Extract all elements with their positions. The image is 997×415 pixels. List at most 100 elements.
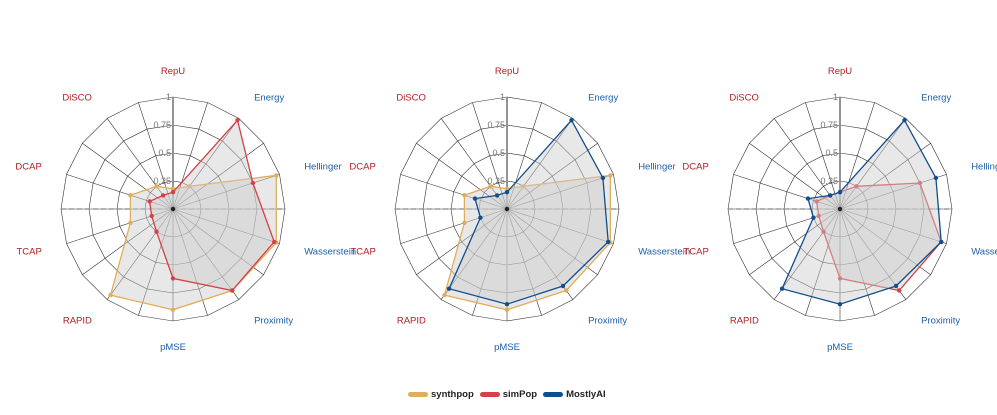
data-point-MostlyAI: [606, 239, 611, 245]
data-point-simPop: [154, 229, 159, 234]
data-point-MostlyAI: [933, 175, 939, 181]
data-point-MostlyAI: [827, 193, 833, 198]
tick-label: 0.75: [820, 120, 838, 130]
data-point-MostlyAI: [805, 196, 811, 201]
radar-chart-2: 0.250.50.751RepUEnergyHellingerWasserste…: [349, 66, 690, 353]
data-point-MostlyAI: [446, 286, 452, 291]
data-point-synthpop: [154, 184, 159, 189]
data-point-simPop: [854, 184, 859, 189]
grid-spoke: [472, 102, 508, 210]
axis-label-tcap: TCAP: [683, 247, 708, 258]
grid-spoke: [773, 208, 841, 300]
grid-spoke: [172, 102, 208, 210]
axis-label-tcap: TCAP: [350, 247, 375, 258]
data-point-MostlyAI: [779, 286, 785, 291]
axis-label-proximity: Proximity: [588, 316, 627, 327]
grid-spoke: [733, 174, 841, 210]
data-point-synthpop: [608, 173, 613, 178]
grid-spoke: [400, 174, 508, 210]
data-point-MostlyAI: [504, 302, 510, 307]
tick-label: 1: [833, 92, 838, 102]
axis-label-repu: RepU: [495, 66, 519, 77]
data-point-MostlyAI: [600, 175, 606, 181]
data-point-MostlyAI: [569, 118, 574, 123]
legend-item-synthpop: synthpop: [408, 389, 474, 400]
tick-label: 0.75: [153, 120, 171, 130]
tick-label: 0.5: [825, 148, 838, 158]
data-point-simPop: [821, 229, 826, 234]
data-point-synthpop: [108, 292, 113, 298]
tick-label: 1: [166, 92, 171, 102]
center-point: [170, 206, 176, 212]
legend-label-synthpop: synthpop: [431, 388, 474, 400]
data-point-simPop: [272, 239, 277, 245]
data-point-synthpop: [462, 193, 467, 198]
grid-spoke: [839, 208, 931, 276]
radar-chart-1: 0.250.50.751RepUEnergyHellingerWasserste…: [15, 66, 356, 353]
grid-spoke: [805, 102, 841, 210]
grid-spoke: [839, 208, 875, 316]
data-point-simPop: [149, 213, 154, 219]
center-point: [837, 206, 843, 212]
legend-label-simpop: simPop: [502, 388, 538, 400]
data-point-simPop: [250, 180, 256, 186]
grid-spoke: [805, 208, 841, 316]
legend-swatch-simpop: [479, 391, 500, 397]
data-point-synthpop: [128, 220, 133, 225]
data-point-simPop: [814, 199, 819, 204]
axis-label-repu: RepU: [161, 66, 185, 77]
legend-label-mostlyai: MostlyAI: [566, 388, 606, 400]
grid-spoke: [172, 208, 280, 244]
data-point-synthpop: [488, 184, 493, 189]
axis-label-wasserstein: Wasserstein: [971, 247, 997, 258]
data-point-MostlyAI: [494, 193, 500, 198]
axis-label-disco: DiSCO: [729, 92, 759, 103]
axis-label-proximity: Proximity: [921, 316, 960, 327]
grid-spoke: [106, 208, 174, 300]
axis-label-tcap: TCAP: [16, 247, 41, 258]
tick-label: 1: [500, 92, 505, 102]
axis-label-rapid: RAPID: [397, 316, 426, 327]
data-point-synthpop: [170, 186, 176, 191]
data-point-MostlyAI: [472, 196, 478, 201]
data-point-simPop: [897, 288, 902, 293]
data-point-synthpop: [504, 186, 510, 191]
grid-spoke: [400, 208, 508, 244]
legend: synthpop simPop MostlyAI: [408, 386, 606, 402]
data-point-simPop: [230, 288, 235, 293]
data-point-simPop: [170, 276, 176, 281]
data-point-MostlyAI: [837, 190, 843, 195]
grid-spoke: [138, 208, 174, 316]
axis-label-hellinger: Hellinger: [638, 161, 676, 172]
grid-spoke: [172, 208, 240, 300]
data-point-simPop: [147, 199, 152, 204]
data-point-synthpop: [442, 292, 447, 298]
tick-label: 0.5: [492, 148, 505, 158]
data-point-MostlyAI: [478, 215, 483, 220]
grid-spoke: [82, 208, 174, 276]
grid-spoke: [839, 102, 875, 210]
axis-label-dcap: DCAP: [15, 161, 41, 172]
grid-spoke: [839, 142, 931, 210]
axis-label-energy: Energy: [588, 92, 618, 103]
grid-spoke: [506, 208, 542, 316]
legend-swatch-mostlyai: [543, 391, 564, 397]
data-point-MostlyAI: [504, 190, 510, 195]
data-point-simPop: [816, 213, 821, 219]
data-point-synthpop: [521, 184, 526, 189]
radar-chart-3: 0.250.50.751RepUEnergyHellingerWasserste…: [682, 66, 997, 353]
axis-label-repu: RepU: [828, 66, 852, 77]
grid-spoke: [138, 102, 174, 210]
axis-label-dcap: DCAP: [682, 161, 708, 172]
data-point-synthpop: [462, 220, 467, 225]
data-point-synthpop: [504, 307, 510, 312]
axis-label-rapid: RAPID: [730, 316, 759, 327]
grid-spoke: [506, 142, 598, 210]
axis-label-disco: DiSCO: [62, 92, 92, 103]
data-point-MostlyAI: [939, 239, 944, 245]
data-point-MostlyAI: [902, 118, 907, 123]
grid-spoke: [172, 174, 280, 210]
grid-spoke: [839, 118, 907, 210]
legend-item-mostlyai: MostlyAI: [543, 389, 606, 400]
